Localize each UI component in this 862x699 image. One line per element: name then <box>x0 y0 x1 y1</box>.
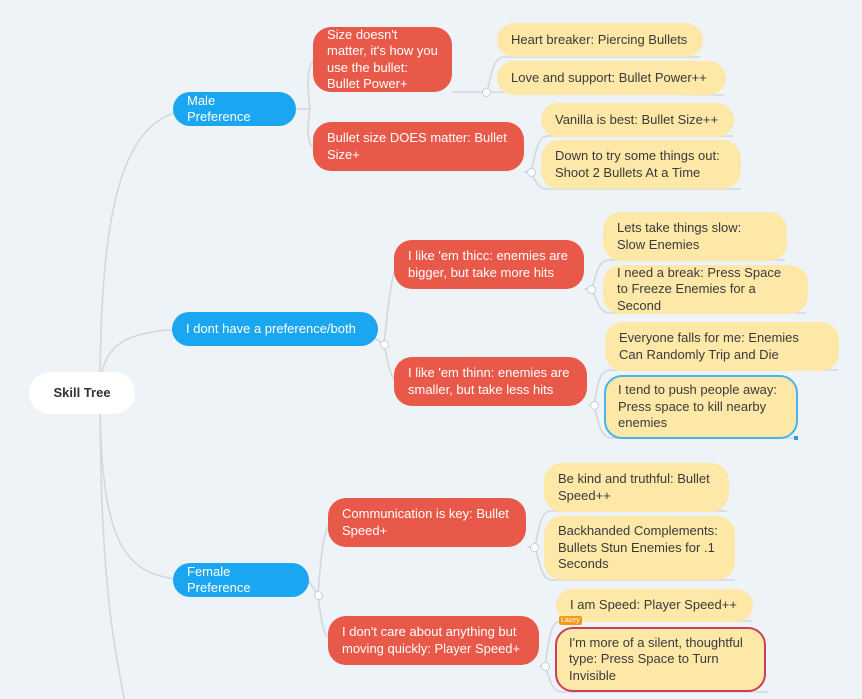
leaf-player-speed-plus-plus[interactable]: I am Speed: Player Speed++ <box>556 589 753 622</box>
branch-label: Female Preference <box>187 563 251 596</box>
leaf-label: Everyone falls for me: Enemies Can Rando… <box>619 330 799 362</box>
root-topic[interactable]: Skill Tree <box>29 372 135 414</box>
collapse-toggle[interactable] <box>380 340 389 349</box>
subtopic-label: I don't care about anything but moving q… <box>342 624 521 656</box>
resize-handle[interactable] <box>794 436 798 440</box>
leaf-enemies-trip[interactable]: Everyone falls for me: Enemies Can Rando… <box>605 322 839 371</box>
collapse-toggle[interactable] <box>541 662 550 671</box>
leaf-label: I need a break: Press Space to Freeze En… <box>617 264 782 313</box>
leaf-label: I tend to push people away: Press space … <box>618 382 778 431</box>
leaf-freeze-enemies[interactable]: I need a break: Press Space to Freeze En… <box>603 265 808 314</box>
leaf-kill-nearby-enemies[interactable]: I tend to push people away: Press space … <box>604 375 798 439</box>
leaf-label: I am Speed: Player Speed++ <box>570 597 737 613</box>
subtopic-label: Bullet size DOES matter: Bullet Size+ <box>327 130 507 162</box>
leaf-label: Lets take things slow: Slow Enemies <box>617 220 742 252</box>
branch-label: I dont have a preference/both <box>186 320 356 336</box>
collapse-toggle[interactable] <box>527 168 536 177</box>
leaf-label: Be kind and truthful: Bullet Speed++ <box>558 471 710 503</box>
collaborator-badge: Lacey <box>559 616 582 625</box>
subtopic-label: Communication is key: Bullet Speed+ <box>342 506 509 538</box>
leaf-turn-invisible[interactable]: I'm more of a silent, thoughtful type: P… <box>555 627 766 692</box>
subtopic-bigger-enemies[interactable]: I like 'em thicc: enemies are bigger, bu… <box>394 240 584 289</box>
leaf-piercing-bullets[interactable]: Heart breaker: Piercing Bullets <box>497 23 703 57</box>
leaf-slow-enemies[interactable]: Lets take things slow: Slow Enemies <box>603 212 787 261</box>
subtopic-bullet-size[interactable]: Bullet size DOES matter: Bullet Size+ <box>313 122 524 171</box>
branch-female-preference[interactable]: Female Preference <box>173 563 309 597</box>
subtopic-bullet-speed[interactable]: Communication is key: Bullet Speed+ <box>328 498 526 547</box>
leaf-bullet-speed-plus-plus[interactable]: Be kind and truthful: Bullet Speed++ <box>544 463 729 512</box>
collapse-toggle[interactable] <box>314 591 323 600</box>
collapse-toggle[interactable] <box>530 543 539 552</box>
subtopic-label: I like 'em thinn: enemies are smaller, b… <box>408 365 570 397</box>
subtopic-player-speed[interactable]: I don't care about anything but moving q… <box>328 616 539 665</box>
leaf-label: I'm more of a silent, thoughtful type: P… <box>569 634 743 683</box>
leaf-label: Heart breaker: Piercing Bullets <box>511 31 688 47</box>
leaf-label: Love and support: Bullet Power++ <box>511 69 707 85</box>
branch-male-preference[interactable]: Male Preference <box>173 92 296 126</box>
branch-label: Male Preference <box>187 92 251 125</box>
collapse-toggle[interactable] <box>590 401 599 410</box>
collapse-toggle[interactable] <box>482 88 491 97</box>
leaf-bullet-power-plus-plus[interactable]: Love and support: Bullet Power++ <box>497 61 726 95</box>
leaf-label: Down to try some things out: Shoot 2 Bul… <box>555 148 720 180</box>
leaf-bullets-stun-enemies[interactable]: Backhanded Complements: Bullets Stun Ene… <box>544 516 735 580</box>
collapse-toggle[interactable] <box>587 285 596 294</box>
leaf-label: Vanilla is best: Bullet Size++ <box>555 111 719 127</box>
subtopic-bullet-power[interactable]: Size doesn't matter, it's how you use th… <box>313 27 452 92</box>
subtopic-smaller-enemies[interactable]: I like 'em thinn: enemies are smaller, b… <box>394 357 587 406</box>
branch-no-preference[interactable]: I dont have a preference/both <box>172 312 378 346</box>
subtopic-label: Size doesn't matter, it's how you use th… <box>327 26 438 92</box>
leaf-label: Backhanded Complements: Bullets Stun Ene… <box>558 523 718 572</box>
subtopic-label: I like 'em thicc: enemies are bigger, bu… <box>408 248 568 280</box>
leaf-bullet-size-plus-plus[interactable]: Vanilla is best: Bullet Size++ <box>541 103 734 137</box>
leaf-shoot-two-bullets[interactable]: Down to try some things out: Shoot 2 Bul… <box>541 140 741 189</box>
root-topic-label: Skill Tree <box>53 384 111 400</box>
